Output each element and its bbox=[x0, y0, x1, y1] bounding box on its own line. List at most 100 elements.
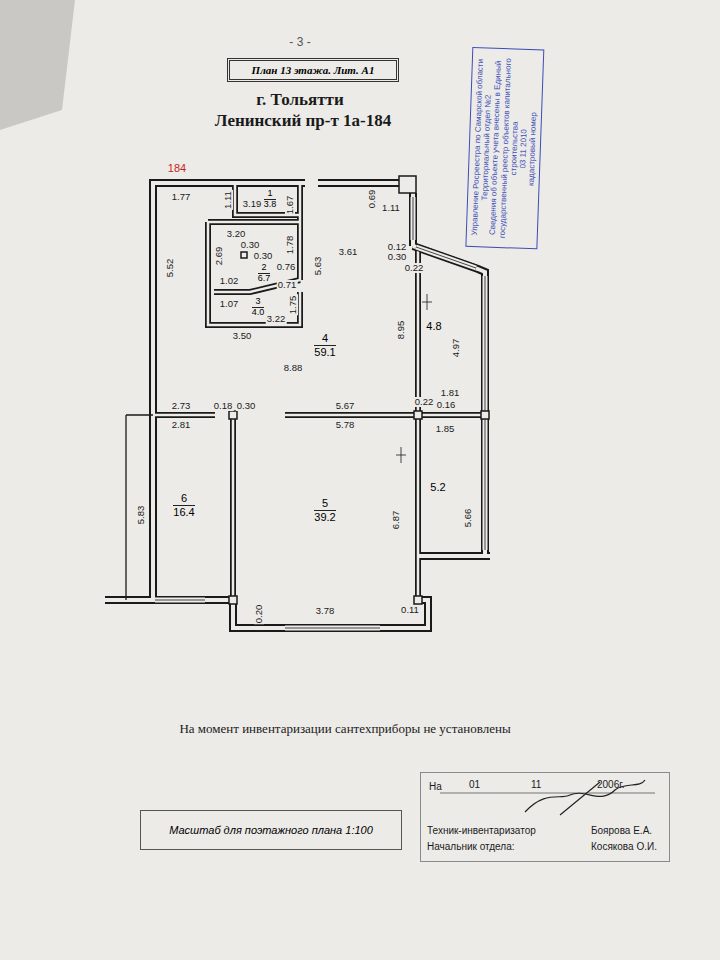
room-label: 459.1 bbox=[312, 332, 337, 357]
window bbox=[416, 247, 476, 268]
dimension: 5.67 bbox=[335, 401, 356, 411]
wall bbox=[232, 415, 235, 600]
dimension: 5.78 bbox=[335, 420, 356, 430]
room-area: 4.0 bbox=[252, 307, 265, 318]
scale-text: Масштаб для поэтажного плана 1:100 bbox=[169, 824, 373, 836]
wall bbox=[318, 179, 402, 187]
dimension: 0.76 bbox=[276, 262, 297, 272]
room-number: 5 bbox=[314, 497, 335, 509]
wall bbox=[318, 181, 402, 185]
person-name: Косякова О.И. bbox=[591, 841, 657, 852]
wall bbox=[235, 183, 300, 215]
dimension: 1.75 bbox=[288, 295, 298, 316]
dimension: 5.66 bbox=[463, 508, 473, 529]
window bbox=[410, 197, 417, 240]
dimension: 0.20 bbox=[254, 604, 264, 625]
pillar bbox=[414, 596, 422, 604]
dimension: 5.63 bbox=[313, 256, 323, 277]
wall bbox=[208, 222, 300, 325]
dimension: 0.16 bbox=[436, 400, 457, 410]
dimension: 0.69 bbox=[367, 189, 377, 210]
wall bbox=[411, 193, 415, 246]
wall bbox=[415, 245, 421, 600]
dimension: 3.78 bbox=[315, 606, 336, 616]
dimension: 0.30 bbox=[387, 252, 408, 262]
dimension: 6.87 bbox=[391, 510, 401, 531]
window bbox=[416, 247, 476, 268]
wall bbox=[153, 183, 305, 600]
date-month: 11 bbox=[531, 779, 541, 790]
dimension: 0.22 bbox=[404, 263, 425, 273]
pillar bbox=[399, 176, 416, 193]
registry-stamp: Управление Росреестра по Самарской облас… bbox=[465, 47, 544, 249]
window bbox=[155, 598, 205, 603]
room-number: 1 bbox=[264, 189, 277, 199]
window bbox=[413, 197, 414, 240]
wall bbox=[208, 222, 300, 325]
dimension: 0.71 bbox=[277, 280, 298, 290]
dimension: 0.22 bbox=[414, 397, 435, 407]
dimension: 1.02 bbox=[219, 276, 240, 286]
window bbox=[285, 625, 380, 632]
wall bbox=[153, 183, 305, 600]
person-name: Боярова Е.А. bbox=[591, 825, 652, 836]
date-underline bbox=[440, 793, 655, 794]
room-area: 6.7 bbox=[258, 273, 271, 284]
plan-header-box: План 13 этажа. Лит. А1 bbox=[227, 58, 400, 82]
dimension: 8.95 bbox=[396, 320, 406, 341]
pillar bbox=[481, 411, 489, 419]
dimension: 1.11 bbox=[223, 190, 233, 210]
window bbox=[285, 626, 380, 631]
scale-box: Масштаб для поэтажного плана 1:100 bbox=[140, 810, 402, 850]
balcony-label: 4.8 bbox=[424, 320, 443, 332]
wall bbox=[233, 600, 428, 628]
wall bbox=[409, 193, 417, 246]
stamp-text: кадастровый номер bbox=[525, 54, 541, 244]
wall bbox=[418, 552, 490, 560]
wall bbox=[285, 414, 418, 417]
signature bbox=[525, 780, 645, 815]
room-label: 539.2 bbox=[312, 497, 337, 522]
dimension: 3.22 bbox=[266, 314, 287, 324]
dimension: 5.52 bbox=[165, 258, 175, 279]
wall bbox=[208, 219, 300, 225]
stamp-text: Сведения об объекте учета внесены в Един… bbox=[488, 53, 522, 244]
room-area: 16.4 bbox=[173, 505, 194, 518]
wall bbox=[297, 183, 303, 280]
dimension: 2.69 bbox=[214, 246, 224, 267]
apartment-number: 184 bbox=[168, 162, 186, 174]
dimension: 0.12 bbox=[387, 242, 408, 252]
wall bbox=[153, 414, 215, 417]
wall bbox=[233, 600, 428, 628]
dimension: 1.85 bbox=[435, 424, 456, 434]
vent-shaft bbox=[241, 252, 247, 258]
role-label: Техник-инвентаризатор bbox=[427, 825, 536, 836]
dimension: 0.30 bbox=[253, 251, 274, 261]
pillar bbox=[414, 411, 422, 419]
wall bbox=[413, 246, 485, 556]
window bbox=[411, 197, 416, 240]
window bbox=[285, 628, 380, 629]
balcony-label: 5.2 bbox=[428, 481, 447, 493]
wall bbox=[105, 596, 233, 604]
room-area: 3.8 bbox=[264, 199, 277, 210]
dimension: 0.18 bbox=[213, 401, 234, 411]
dimension: 1.11 bbox=[381, 203, 401, 213]
outer-wall bbox=[105, 183, 490, 628]
dimension: 1.78 bbox=[285, 235, 295, 256]
dimension: 0.30 bbox=[236, 401, 257, 411]
window-glass bbox=[155, 197, 485, 628]
window bbox=[482, 276, 489, 550]
outer-wall-inner bbox=[105, 183, 490, 628]
partition-wall-inner bbox=[153, 183, 485, 600]
wall bbox=[105, 598, 233, 602]
room-label: 13.8 bbox=[262, 189, 279, 210]
wall bbox=[418, 412, 485, 418]
room-area: 4.8 bbox=[426, 320, 441, 332]
room-number: 6 bbox=[173, 492, 194, 504]
loggia-line bbox=[126, 415, 153, 600]
wall bbox=[235, 183, 300, 215]
room-area: 5.2 bbox=[430, 481, 445, 493]
